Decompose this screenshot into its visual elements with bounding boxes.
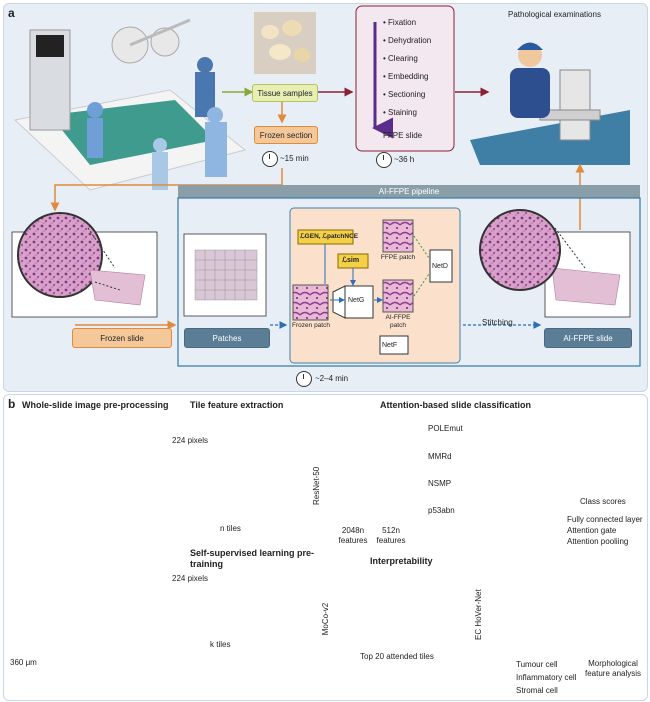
attention-classification-title: Attention-based slide classification — [380, 400, 532, 410]
wsi-preprocessing-title: Whole-slide image pre-processing — [22, 400, 169, 410]
process-step: • Fixation — [383, 18, 417, 27]
net-d-label: NetD — [432, 263, 448, 270]
pipeline-header-bar — [178, 185, 640, 198]
ssl-title: Self-supervised learning pre-training — [190, 548, 315, 569]
tissue-samples-box: Tissue samples — [252, 84, 318, 102]
ffpe-patch-label: FFPE patch — [380, 254, 416, 261]
tile-feature-extraction-title: Tile feature extraction — [190, 400, 284, 410]
class-scores-label: Class scores — [580, 497, 626, 506]
class-label: p53abn — [428, 506, 455, 515]
patches-box: Patches — [184, 328, 270, 348]
panel-b-label: b — [8, 397, 16, 411]
scale-label: 360 μm — [10, 658, 37, 667]
pipeline-frame — [177, 197, 641, 367]
frozen-patch-label: Frozen patch — [292, 322, 330, 329]
features-2048-label: 2048n features — [338, 526, 368, 545]
frozen-zoom-circle — [17, 212, 103, 298]
resnet-label: ResNet-50 — [312, 466, 321, 505]
cell-legend-item: Stromal cell — [516, 686, 558, 695]
ai-ffpe-zoom-circle — [479, 209, 561, 291]
n-tiles-label: n tiles — [220, 524, 241, 533]
loss-gen-label: ℒGEN, ℒpatchNCE — [300, 233, 359, 240]
top20-label: Top 20 attended tiles — [360, 652, 434, 661]
process-step: • Sectioning — [383, 90, 426, 99]
time-ffpe: ~36 h — [394, 155, 415, 164]
process-step: • Staining — [383, 108, 417, 117]
clock-icon — [376, 152, 392, 168]
cell-legend-item: Inflammatory cell — [516, 673, 577, 682]
class-label: NSMP — [428, 479, 452, 488]
hovernet-label: EC HoVer-Net — [474, 589, 483, 640]
time-frozen: ~15 min — [280, 154, 309, 163]
panel-b — [3, 394, 648, 701]
frozen-slide-box: Frozen slide — [72, 328, 172, 348]
morph-label: Morphological feature analysis — [584, 659, 642, 678]
process-step: • Dehydration — [383, 36, 432, 45]
ai-ffpe-slide-box: AI-FFPE slide — [544, 328, 632, 348]
loss-sim-label: ℒsim — [342, 257, 360, 264]
net-f-label: NetF — [382, 342, 398, 349]
microscope-illustration — [470, 42, 630, 165]
layer-legend-item: Fully connected layer — [567, 515, 643, 524]
clock-icon — [262, 151, 278, 167]
network-box — [289, 207, 461, 364]
process-step: • Embedding — [383, 72, 429, 81]
layer-legend-item: Attention gate — [567, 526, 617, 535]
class-label: POLEmut — [428, 424, 463, 433]
layer-legend-item: Attention pooliing — [567, 537, 629, 546]
moco-label: MoCo-v2 — [321, 602, 330, 636]
clock-icon — [296, 371, 312, 387]
time-pipeline: ~2–4 min — [315, 374, 349, 383]
features-512-label: 512n features — [376, 526, 406, 545]
tissue-photo — [254, 12, 316, 74]
ai-ffpe-patch-label: AI-FFPE patch — [385, 314, 411, 329]
cell-legend-item: Tumour cell — [516, 660, 558, 669]
pipeline-title: AI-FFPE pipeline — [378, 187, 440, 196]
class-label: MMRd — [428, 452, 452, 461]
pathological-examinations-label: Pathological examinations — [508, 10, 601, 19]
interpretability-title: Interpretability — [370, 556, 433, 566]
ffpe-slide-label: FFPE slide — [383, 131, 423, 140]
k-tiles-label: k tiles — [210, 640, 231, 649]
frozen-section-box: Frozen section — [254, 126, 318, 144]
panel-a-label: a — [8, 6, 15, 20]
pixels-224-top: 224 pixels — [172, 436, 209, 445]
net-g-label: NetG — [348, 297, 365, 304]
pixels-224-bottom: 224 pixels — [172, 574, 209, 583]
operating-room-illustration — [13, 18, 247, 191]
stitching-label: Stitching — [482, 318, 513, 327]
process-step: • Clearing — [383, 54, 418, 63]
